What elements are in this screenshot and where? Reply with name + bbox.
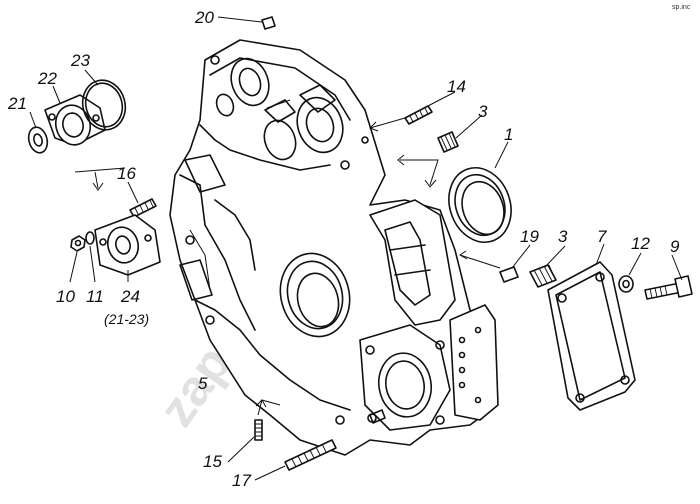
plug-part-3-upper	[437, 131, 459, 153]
callout-19: 19	[520, 227, 539, 246]
callout-3-upper: 3	[478, 102, 488, 121]
callout-24: 24	[120, 287, 140, 306]
callout-20: 20	[194, 8, 214, 27]
callout-14: 14	[447, 77, 466, 96]
oil-seal-part-1	[448, 167, 512, 243]
callout-15: 15	[203, 452, 222, 471]
stud-part-15	[254, 419, 263, 441]
o-ring-part-23	[81, 79, 127, 131]
callout-21: 21	[7, 94, 27, 113]
flange-part-22	[44, 94, 106, 146]
callout-5: 5	[198, 374, 208, 393]
callout-11: 11	[86, 287, 104, 306]
pin-part-19	[499, 266, 519, 283]
callout-1: 1	[504, 125, 513, 144]
callout-16: 16	[117, 164, 136, 183]
stud-part-16	[129, 198, 157, 218]
callout-17: 17	[232, 471, 251, 490]
stud-part-14	[404, 105, 433, 125]
bracket-assembly-part-24	[94, 214, 161, 276]
timing-gear-housing	[169, 39, 499, 456]
plug-part-20	[261, 16, 276, 30]
callout-24-sublabel: (21-23)	[104, 311, 149, 327]
cover-plate-part-7	[547, 261, 636, 411]
callout-22: 22	[37, 69, 57, 88]
bolt-part-9	[644, 275, 693, 300]
washer-part-12	[618, 275, 634, 293]
assembly-arrows	[74, 99, 501, 416]
stud-part-17	[284, 439, 337, 471]
callout-leaders	[29, 16, 683, 481]
corner-mark: sp.inc	[672, 4, 691, 11]
washer-part-11	[85, 231, 95, 245]
callout-7: 7	[597, 227, 607, 246]
callout-10: 10	[56, 287, 75, 306]
callout-9: 9	[670, 237, 680, 256]
seal-washer-part-21	[27, 126, 49, 154]
callout-labels: 20 23 22 21 16 14 3 1 19 3 7 12 9 10 11 …	[7, 8, 680, 490]
callout-3-lower: 3	[558, 227, 568, 246]
nut-part-10	[70, 235, 86, 252]
callout-23: 23	[70, 51, 90, 70]
callout-12: 12	[631, 234, 650, 253]
plug-part-3-lower	[529, 264, 557, 288]
